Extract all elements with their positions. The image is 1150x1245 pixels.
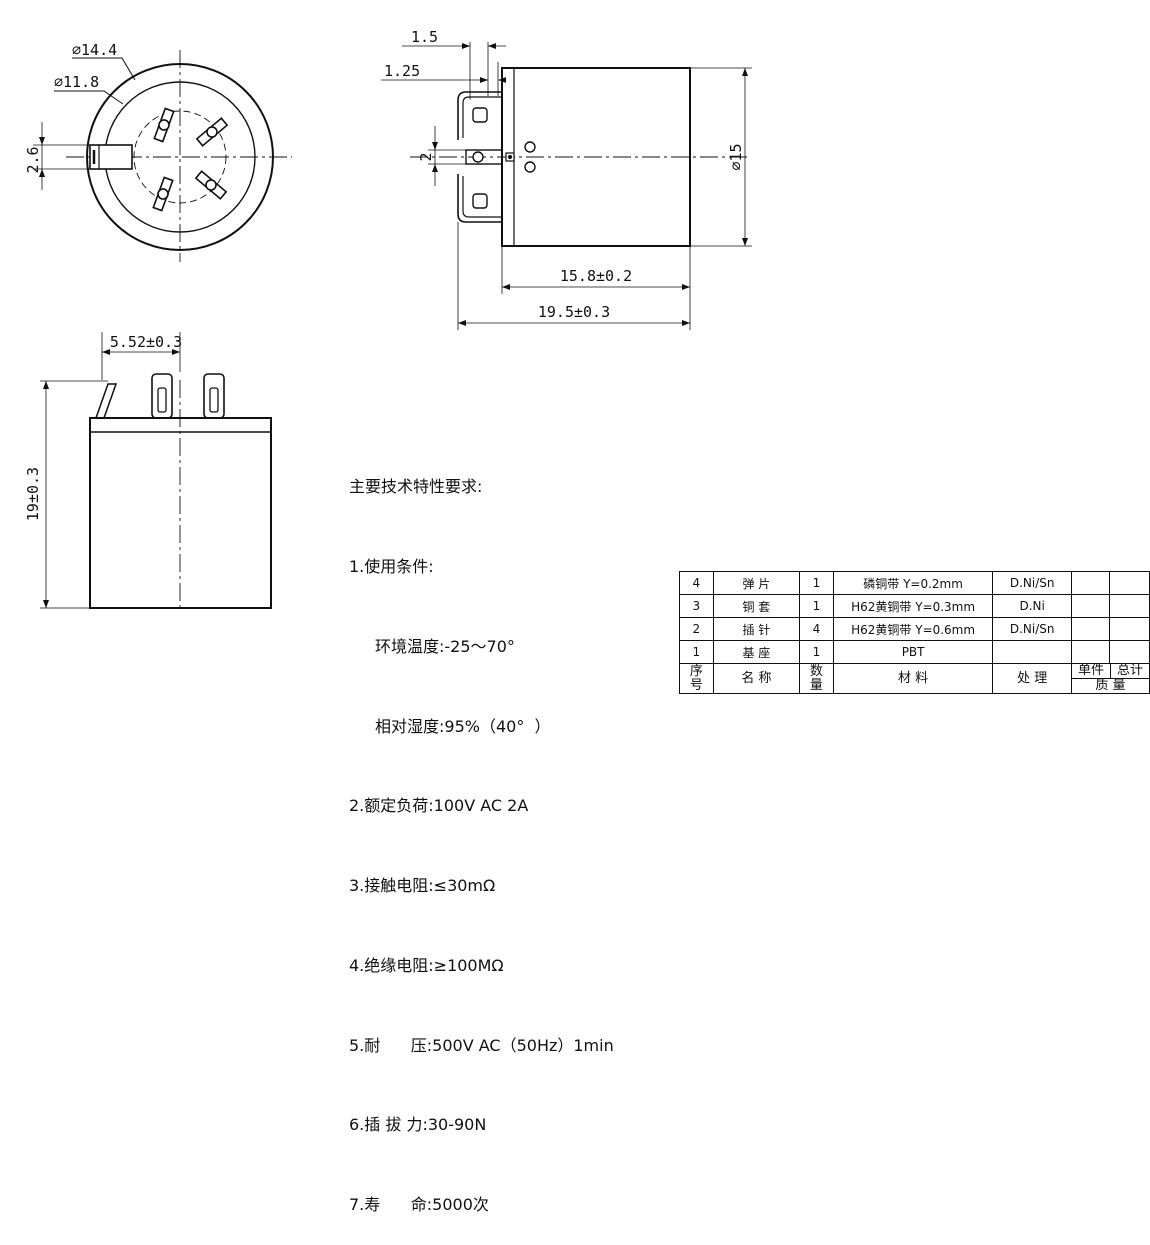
requirement-line: 7.寿 命:5000次 [349, 1195, 489, 1215]
bom-qty: 1 [799, 640, 834, 664]
bom-qty: 1 [799, 571, 834, 595]
bom-unit-mass [1070, 594, 1110, 618]
requirement-line: 2.额定负荷:100V AC 2A [349, 796, 529, 816]
header-treatment: 处 理 [992, 663, 1072, 694]
bom-material: H62黄铜带 Y=0.3mm [832, 594, 994, 618]
bom-no: 4 [679, 571, 714, 595]
requirement-line: 4.绝缘电阻:≥100MΩ [349, 955, 504, 975]
header-no: 序号 [679, 663, 714, 694]
bom-qty: 1 [799, 594, 834, 618]
bom-total-mass [1108, 571, 1150, 595]
front-view [40, 332, 272, 612]
table-row: 2 插 针 4 H62黄铜带 Y=0.6mm D.Ni/Sn [679, 617, 1150, 641]
bom-total-mass [1108, 640, 1150, 664]
bom-no: 3 [679, 594, 714, 618]
dim-lead-gap: 1.25 [384, 62, 420, 80]
bom-no: 1 [679, 640, 714, 664]
bom-unit-mass [1070, 640, 1110, 664]
bom-treatment: D.Ni [992, 594, 1072, 618]
requirement-line: 3.接触电阻:≤30mΩ [349, 876, 496, 896]
bom-material: H62黄铜带 Y=0.6mm [832, 617, 994, 641]
top-view [33, 50, 292, 262]
dim-inner-diameter: ⌀11.8 [54, 73, 99, 91]
header-mass: 单件总计 质 量 [1070, 663, 1150, 694]
bom-treatment: D.Ni/Sn [992, 571, 1072, 595]
header-material: 材 料 [832, 663, 994, 694]
bom-total-mass [1108, 594, 1150, 618]
table-row: 4 弹 片 1 磷铜带 Y=0.2mm D.Ni/Sn [679, 571, 1150, 595]
requirement-line: 环境温度:-25～70° [375, 636, 515, 656]
table-row: 3 铜 套 1 H62黄铜带 Y=0.3mm D.Ni [679, 594, 1150, 618]
requirement-line: 相对湿度:95%（40° ） [375, 716, 551, 736]
requirement-line: 6.插 拔 力:30-90N [349, 1115, 487, 1135]
dim-slot-width: 2.6 [24, 146, 42, 173]
bom-total-mass [1108, 617, 1150, 641]
bill-of-materials: 4 弹 片 1 磷铜带 Y=0.2mm D.Ni/Sn 3 铜 套 1 H62黄… [679, 571, 1150, 694]
dim-lead-width: 1.5 [411, 28, 438, 46]
dim-height: 19±0.3 [24, 467, 42, 521]
dim-body-length: 15.8±0.2 [560, 267, 632, 285]
table-header-row: 序号 名 称 数量 材 料 处 理 单件总计 质 量 [679, 663, 1150, 694]
bom-name: 基 座 [712, 640, 801, 664]
bom-qty: 4 [799, 617, 834, 641]
requirement-line: 1.使用条件: [349, 556, 434, 576]
bom-treatment: D.Ni/Sn [992, 617, 1072, 641]
table-row: 1 基 座 1 PBT [679, 640, 1150, 664]
bom-unit-mass [1070, 617, 1110, 641]
technical-requirements: 主要技术特性要求: 1.使用条件: 环境温度:-25～70° 相对湿度:95%（… [349, 421, 614, 1245]
technical-drawing: ⌀14.4 ⌀11.8 2.6 1.5 1.25 2 ⌀15 15.8±0.2 … [24, 28, 752, 612]
requirements-title: 主要技术特性要求: [349, 477, 483, 497]
bom-material: 磷铜带 Y=0.2mm [832, 571, 994, 595]
dim-outer-diameter: ⌀14.4 [72, 41, 117, 59]
side-view [381, 42, 752, 330]
dim-total-length: 19.5±0.3 [538, 303, 610, 321]
bom-material: PBT [832, 640, 994, 664]
bom-treatment [992, 640, 1072, 664]
dim-terminal-position: 5.52±0.3 [110, 333, 182, 351]
dim-hole-pitch: 2 [417, 152, 435, 161]
bom-name: 插 针 [712, 617, 801, 641]
bom-name: 铜 套 [712, 594, 801, 618]
bom-unit-mass [1070, 571, 1110, 595]
header-qty: 数量 [799, 663, 834, 694]
dim-body-diameter: ⌀15 [727, 143, 745, 170]
header-name: 名 称 [712, 663, 801, 694]
bom-no: 2 [679, 617, 714, 641]
bom-name: 弹 片 [712, 571, 801, 595]
requirement-line: 5.耐 压:500V AC（50Hz）1min [349, 1035, 614, 1055]
